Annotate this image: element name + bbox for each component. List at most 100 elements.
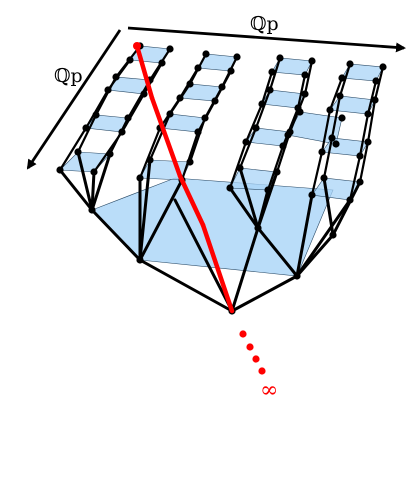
pane-mid-0 bbox=[59, 151, 111, 173]
node-73 bbox=[372, 77, 380, 85]
node-56 bbox=[308, 57, 316, 65]
node-40 bbox=[218, 83, 226, 91]
pane-large bbox=[91, 177, 334, 277]
edge-root-1 bbox=[230, 274, 299, 313]
node-15 bbox=[236, 164, 244, 172]
node-64 bbox=[364, 138, 372, 146]
node-60 bbox=[338, 114, 346, 122]
edge-l2-4 bbox=[90, 208, 142, 262]
node-45 bbox=[227, 67, 235, 75]
node-58 bbox=[284, 131, 292, 139]
edge-upper-44 bbox=[328, 76, 344, 112]
node-20 bbox=[356, 178, 364, 186]
edge-l2-11 bbox=[256, 188, 270, 230]
node-19 bbox=[320, 174, 328, 182]
edge-upper-42 bbox=[358, 112, 370, 158]
edge-upper-33 bbox=[268, 56, 282, 92]
node-5 bbox=[329, 231, 337, 239]
edge-upper-37 bbox=[322, 136, 334, 180]
node-69 bbox=[364, 110, 372, 118]
node-61 bbox=[332, 140, 340, 148]
node-43 bbox=[202, 50, 210, 58]
node-17 bbox=[264, 186, 272, 194]
tree bbox=[56, 42, 387, 375]
ray-dot-1 bbox=[246, 343, 254, 351]
edge-root-0 bbox=[138, 258, 234, 313]
ray-dot-0 bbox=[239, 330, 247, 338]
node-31 bbox=[92, 111, 100, 119]
node-36 bbox=[201, 114, 209, 122]
node-33 bbox=[118, 128, 126, 136]
node-35 bbox=[166, 110, 174, 118]
vertical-axis-label: ℚp bbox=[54, 65, 83, 87]
node-52 bbox=[301, 90, 309, 98]
node-38 bbox=[176, 94, 184, 102]
edge-l2-5 bbox=[138, 178, 184, 262]
ray-segment-0 bbox=[134, 43, 155, 101]
edge-upper-34 bbox=[296, 73, 307, 110]
node-67 bbox=[336, 92, 344, 100]
node-22 bbox=[126, 56, 134, 64]
edge-upper-32 bbox=[260, 70, 274, 106]
node-2 bbox=[293, 272, 301, 280]
node-63 bbox=[328, 134, 336, 142]
node-6 bbox=[56, 166, 64, 174]
edge-upper-46 bbox=[366, 79, 378, 116]
node-54 bbox=[268, 68, 276, 76]
ray-segment-3 bbox=[200, 222, 235, 314]
edge-upper-40 bbox=[320, 108, 332, 154]
node-26 bbox=[104, 86, 112, 94]
edge-l2-15 bbox=[295, 198, 352, 278]
ray-dot-3 bbox=[258, 367, 266, 375]
edge-l2-8 bbox=[228, 186, 260, 230]
edge-upper-43 bbox=[366, 98, 377, 144]
edge-upper-0 bbox=[58, 126, 88, 172]
edge-upper-1 bbox=[76, 113, 98, 154]
edge-l2-1 bbox=[76, 150, 94, 212]
node-51 bbox=[266, 86, 274, 94]
node-39 bbox=[186, 80, 194, 88]
node-50 bbox=[258, 100, 266, 108]
edge-upper-25 bbox=[238, 126, 258, 170]
axes: ℚp ℚp bbox=[26, 13, 406, 170]
node-12 bbox=[186, 158, 194, 166]
node-44 bbox=[233, 53, 241, 61]
edge-l2-0 bbox=[58, 168, 94, 212]
ray-dot-2 bbox=[252, 355, 260, 363]
node-21 bbox=[346, 196, 354, 204]
node-49 bbox=[279, 142, 287, 150]
edge-l2-7 bbox=[138, 158, 152, 262]
node-27 bbox=[112, 73, 120, 81]
node-70 bbox=[338, 74, 346, 82]
node-47 bbox=[252, 124, 260, 132]
node-14 bbox=[226, 184, 234, 192]
node-66 bbox=[326, 106, 334, 114]
node-71 bbox=[346, 60, 354, 68]
edge-l2-14 bbox=[295, 193, 314, 278]
edge-upper-4 bbox=[84, 88, 110, 130]
edge-upper-29 bbox=[254, 88, 272, 130]
edge-upper-13 bbox=[148, 112, 172, 162]
node-30 bbox=[82, 124, 90, 132]
node-24 bbox=[166, 45, 174, 53]
edge-l2-2 bbox=[90, 152, 112, 212]
node-8 bbox=[106, 150, 114, 158]
ray-segment-2 bbox=[177, 173, 206, 228]
horizontal-axis-arrow bbox=[127, 26, 406, 53]
edge-upper-24 bbox=[228, 140, 248, 190]
node-16 bbox=[273, 168, 281, 176]
node-7 bbox=[74, 148, 82, 156]
edge-upper-6 bbox=[120, 92, 146, 134]
edge-upper-38 bbox=[348, 154, 362, 202]
edge-upper-41 bbox=[330, 94, 342, 140]
ray-segment-1 bbox=[149, 95, 183, 179]
node-59 bbox=[296, 108, 304, 116]
node-10 bbox=[136, 174, 144, 182]
edge-upper-45 bbox=[338, 62, 352, 98]
edge-upper-30 bbox=[281, 106, 300, 148]
edge-upper-12 bbox=[138, 126, 162, 180]
edge-l2-12 bbox=[256, 226, 299, 278]
node-1 bbox=[136, 256, 144, 264]
horizontal-axis-label: ℚp bbox=[250, 13, 279, 35]
edge-root-3 bbox=[230, 226, 260, 313]
